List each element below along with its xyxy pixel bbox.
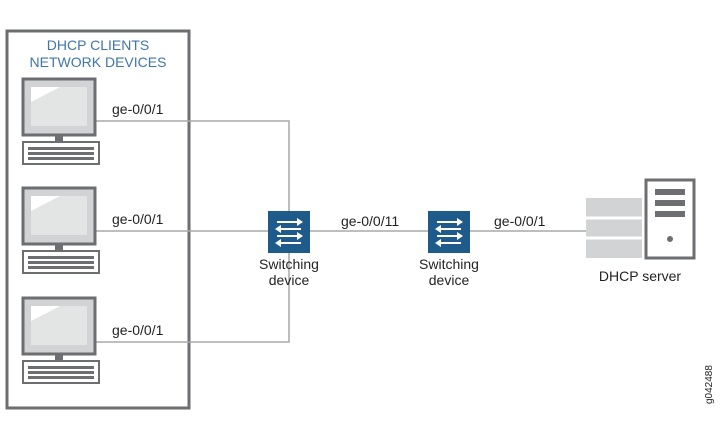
computer-icon [21,186,100,274]
server-icon [586,178,696,260]
client-port-label: ge-0/0/1 [112,211,164,227]
client-port-label: ge-0/0/1 [112,101,164,117]
computer-icon [21,77,100,165]
switch-icon [268,211,310,253]
server-port-label: ge-0/0/1 [494,213,546,229]
switch-icon [428,211,470,253]
computer-icon [21,296,100,384]
clients-group-box [5,29,191,410]
connection-lines [95,120,586,343]
switch-b-label-line2: device [428,272,470,288]
client-port-label: ge-0/0/1 [112,322,164,338]
group-title-line1: DHCP CLIENTS [46,37,150,53]
link-client1-switch-a [95,120,290,211]
switch-a-label-line2: device [268,272,310,288]
switch-b-label-line1: Switching [419,256,479,272]
group-title-line2: NETWORK DEVICES [29,54,167,70]
trunk-port-label: ge-0/0/11 [341,213,400,229]
server-label: DHCP server [598,268,682,284]
link-client3-switch-a [95,253,290,343]
switch-a-label-line1: Switching [259,256,319,272]
figure-id: g042488 [704,365,715,404]
